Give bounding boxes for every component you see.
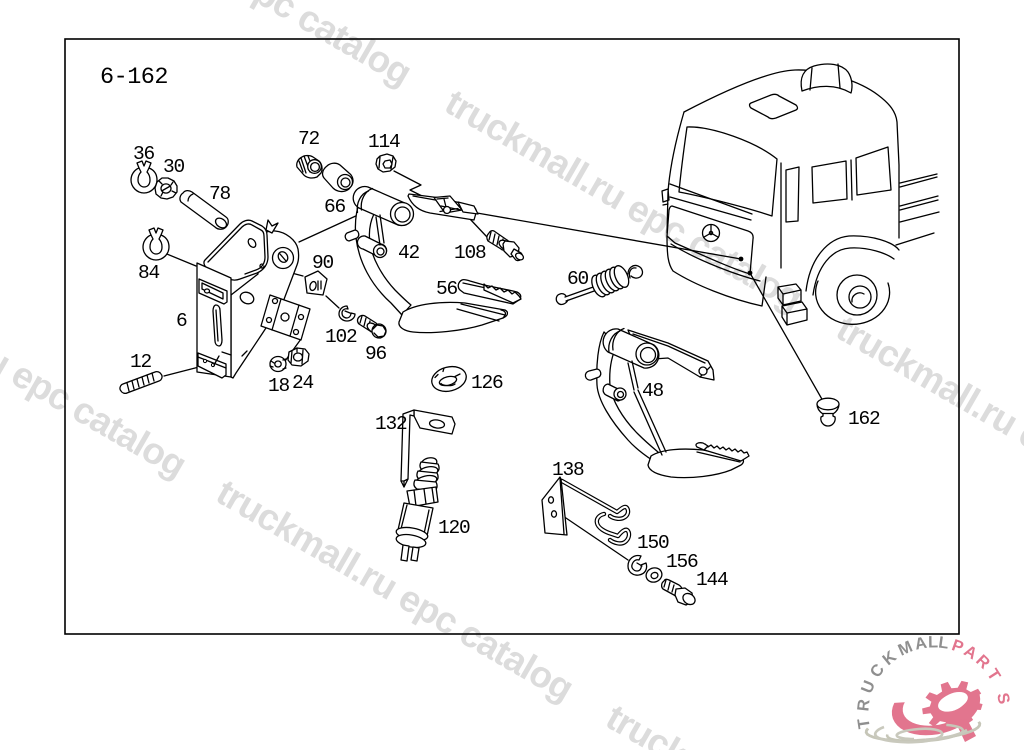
svg-text:56: 56: [436, 278, 458, 300]
svg-text:156: 156: [666, 551, 698, 573]
svg-text:78: 78: [209, 183, 231, 205]
svg-text:126: 126: [471, 372, 503, 394]
svg-text:S: S: [993, 691, 1013, 705]
svg-text:84: 84: [138, 262, 160, 284]
svg-text:120: 120: [438, 517, 470, 539]
svg-text:66: 66: [324, 196, 346, 218]
svg-text:60: 60: [567, 268, 589, 290]
svg-text:A: A: [913, 634, 928, 654]
svg-text:162: 162: [848, 408, 880, 430]
svg-text:18: 18: [268, 375, 290, 397]
svg-text:42: 42: [398, 242, 420, 264]
svg-text:138: 138: [552, 459, 584, 481]
svg-text:114: 114: [368, 131, 400, 153]
svg-text:102: 102: [325, 326, 357, 348]
svg-text:72: 72: [298, 128, 320, 150]
svg-text:90: 90: [312, 252, 334, 274]
svg-text:6-162: 6-162: [100, 64, 168, 91]
svg-text:96: 96: [365, 343, 387, 365]
svg-text:144: 144: [696, 569, 728, 591]
svg-text:L: L: [928, 633, 938, 651]
svg-text:24: 24: [292, 372, 314, 394]
svg-text:36: 36: [133, 143, 155, 165]
svg-text:30: 30: [163, 156, 185, 178]
svg-text:12: 12: [130, 351, 152, 373]
svg-text:L: L: [937, 634, 949, 653]
svg-text:48: 48: [642, 380, 664, 402]
svg-text:150: 150: [637, 532, 669, 554]
svg-text:6: 6: [176, 310, 187, 332]
svg-text:T: T: [855, 717, 874, 730]
svg-text:R: R: [854, 698, 873, 712]
svg-text:132: 132: [375, 413, 407, 435]
svg-text:M: M: [895, 638, 915, 660]
svg-text:108: 108: [454, 242, 486, 264]
